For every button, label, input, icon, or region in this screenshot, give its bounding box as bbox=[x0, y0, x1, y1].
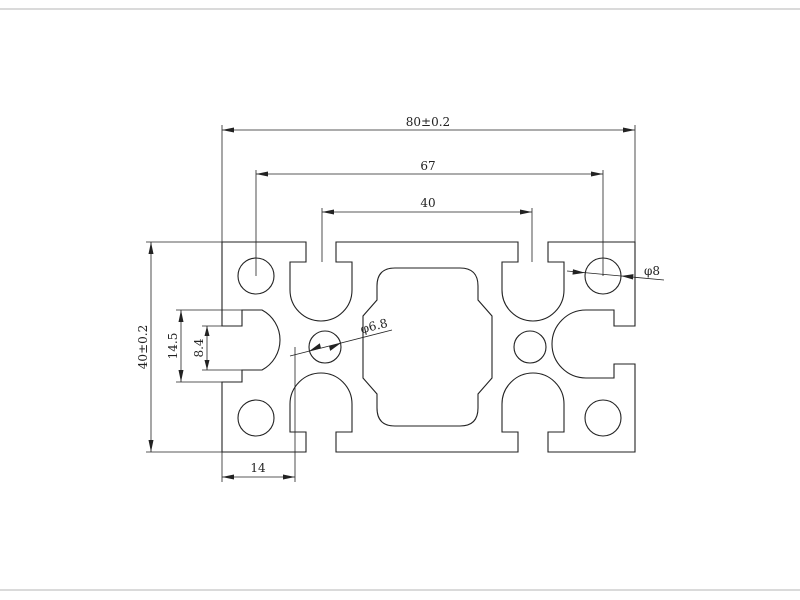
dimension-overall-height: 40±0.2 bbox=[136, 241, 222, 453]
dimension-slot-outer: 14.5 bbox=[166, 309, 262, 383]
corner-hole-bottom-right bbox=[584, 399, 622, 437]
corner-hole-bottom-left bbox=[237, 399, 275, 437]
dimension-slot-inner: 8.4 bbox=[192, 325, 242, 371]
dimension-slot-spacing: 40 bbox=[321, 196, 533, 262]
center-chamber bbox=[362, 267, 493, 427]
dimension-bolt-spacing: 67 bbox=[255, 159, 604, 276]
dim-label-slot-outer: 14.5 bbox=[166, 333, 180, 360]
dim-label-overall-width: 80±0.2 bbox=[406, 115, 450, 129]
dim-label-corner-hole-dia: φ8 bbox=[644, 264, 660, 278]
dim-label-bolt-spacing: 67 bbox=[420, 159, 435, 173]
leader-center-hole-dia: φ6.8 bbox=[289, 316, 393, 357]
dim-label-slot-inner: 8.4 bbox=[192, 338, 206, 357]
leader-corner-hole-dia: φ8 bbox=[566, 264, 665, 281]
dimension-wall-width: 14 bbox=[221, 347, 296, 482]
dim-label-slot-spacing: 40 bbox=[420, 196, 435, 210]
dim-label-wall-width: 14 bbox=[250, 461, 266, 475]
dim-label-center-hole-dia: φ6.8 bbox=[359, 316, 389, 336]
dimension-overall-width: 80±0.2 bbox=[221, 115, 636, 242]
center-hole-right bbox=[513, 330, 547, 364]
dim-label-overall-height: 40±0.2 bbox=[136, 325, 150, 369]
